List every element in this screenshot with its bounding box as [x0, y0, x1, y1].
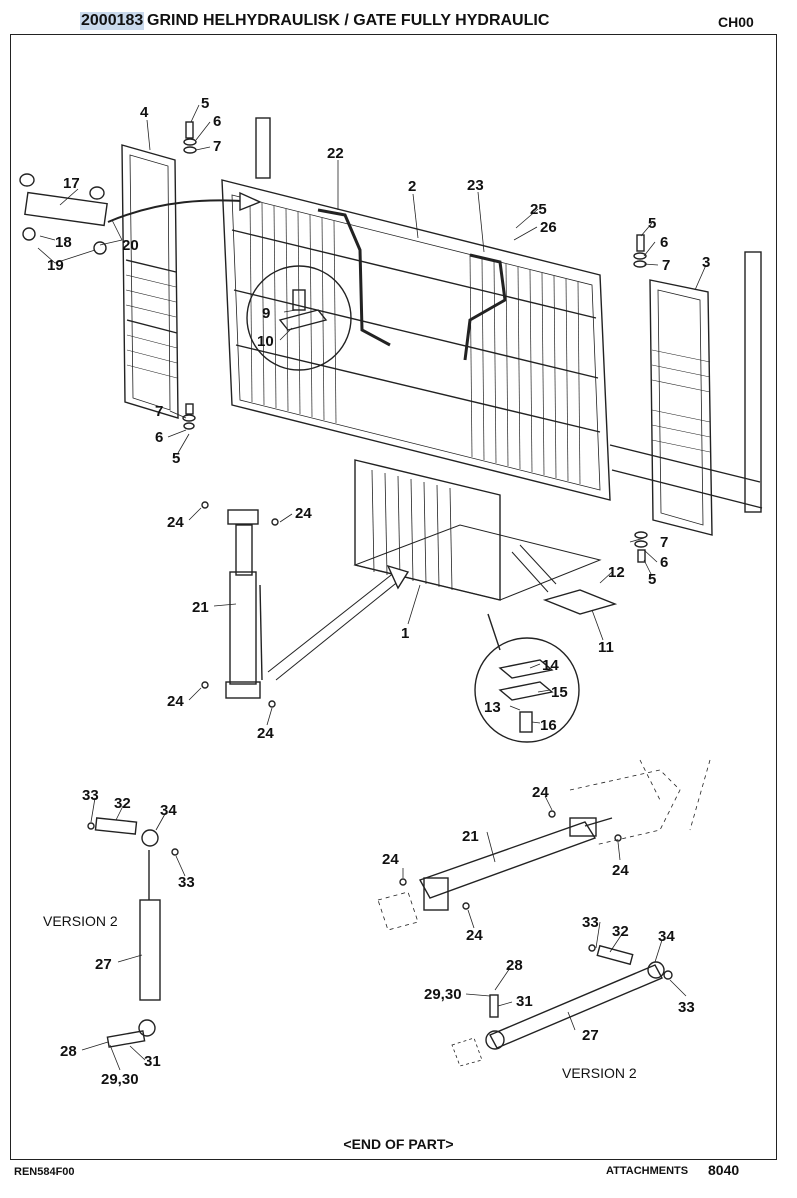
callout-7-top-right: 7 — [662, 257, 670, 274]
callout-10: 10 — [257, 333, 274, 350]
footer-section: ATTACHMENTS — [606, 1165, 689, 1177]
callout-19: 19 — [47, 257, 64, 274]
callout-24-f: 24 — [466, 927, 483, 944]
callout-16: 16 — [540, 717, 557, 734]
callout-31-right: 31 — [516, 993, 533, 1010]
callout-15: 15 — [551, 684, 568, 701]
callout-33-left-bottom: 33 — [178, 874, 195, 891]
callout-5-bottom-left: 5 — [172, 450, 180, 467]
callout-29-30-right: 29,30 — [424, 986, 462, 1003]
callout-2: 2 — [408, 178, 416, 195]
callout-5-top-right: 5 — [648, 215, 656, 232]
callout-28-left: 28 — [60, 1043, 77, 1060]
callout-27-left: 27 — [95, 956, 112, 973]
callout-33-right-top: 33 — [582, 914, 599, 931]
callout-28-right: 28 — [506, 957, 523, 974]
callout-32-right: 32 — [612, 923, 629, 940]
page-header: 2000183 GRIND HELHYDRAULISK / GATE FULLY… — [0, 0, 797, 34]
callout-24-b: 24 — [295, 505, 312, 522]
callout-6-top-right: 6 — [660, 234, 668, 251]
page-number: 8040 — [708, 1162, 740, 1178]
callout-14: 14 — [542, 657, 559, 674]
callout-6-bottom-right: 6 — [660, 554, 668, 571]
section-code: CH00 — [718, 14, 754, 30]
callout-9: 9 — [262, 305, 270, 322]
callout-24-a: 24 — [167, 514, 184, 531]
drawing-frame — [10, 34, 777, 1160]
callout-20: 20 — [122, 237, 139, 254]
end-of-part-marker: <END OF PART> — [343, 1136, 454, 1152]
callout-34-right: 34 — [658, 928, 675, 945]
callout-18: 18 — [55, 234, 72, 251]
callout-7-bottom-left: 7 — [155, 403, 163, 420]
leader-lines — [37, 104, 707, 1071]
callout-4: 4 — [140, 104, 149, 121]
page-title: GRIND HELHYDRAULISK / GATE FULLY HYDRAUL… — [147, 12, 550, 29]
callout-24-g: 24 — [532, 784, 549, 801]
callout-1: 1 — [401, 625, 409, 642]
part-number: 2000183 — [80, 12, 145, 30]
callout-24-h: 24 — [612, 862, 629, 879]
callout-26: 26 — [540, 219, 557, 236]
callout-21-middle: 21 — [462, 828, 479, 845]
callout-7-bottom-right: 7 — [660, 534, 668, 551]
callout-24-e: 24 — [382, 851, 399, 868]
callout-5-bottom-right: 5 — [648, 571, 656, 588]
callout-24-c: 24 — [167, 693, 184, 710]
callout-24-d: 24 — [257, 725, 274, 742]
callout-25: 25 — [530, 201, 547, 218]
callout-34-left: 34 — [160, 802, 177, 819]
callout-29-30-left: 29,30 — [101, 1071, 139, 1088]
callout-23: 23 — [467, 177, 484, 194]
callout-31-left: 31 — [144, 1053, 161, 1070]
callout-6-top-left: 6 — [213, 113, 221, 130]
callout-7-top-left: 7 — [213, 138, 221, 155]
callout-13: 13 — [484, 699, 501, 716]
callout-33-right-bottom: 33 — [678, 999, 695, 1016]
version-label-left: VERSION 2 — [43, 913, 118, 929]
callout-labels: 1 2 3 4 5 6 7 7 6 5 5 6 7 7 6 5 9 10 11 … — [43, 95, 710, 1088]
callout-32-left: 32 — [114, 795, 131, 812]
callout-3: 3 — [702, 254, 710, 271]
callout-5-top-left: 5 — [201, 95, 209, 112]
gate-assembly-illustration — [19, 117, 763, 1067]
callout-33-left-top: 33 — [82, 787, 99, 804]
version-label-right: VERSION 2 — [562, 1065, 637, 1081]
callout-12: 12 — [608, 564, 625, 581]
callout-27-right: 27 — [582, 1027, 599, 1044]
callout-21-top: 21 — [192, 599, 209, 616]
footer-reference: REN584F00 — [14, 1166, 75, 1178]
callout-22: 22 — [327, 145, 344, 162]
callout-17: 17 — [63, 175, 80, 192]
callout-11: 11 — [598, 639, 614, 656]
callout-6-bottom-left: 6 — [155, 429, 163, 446]
